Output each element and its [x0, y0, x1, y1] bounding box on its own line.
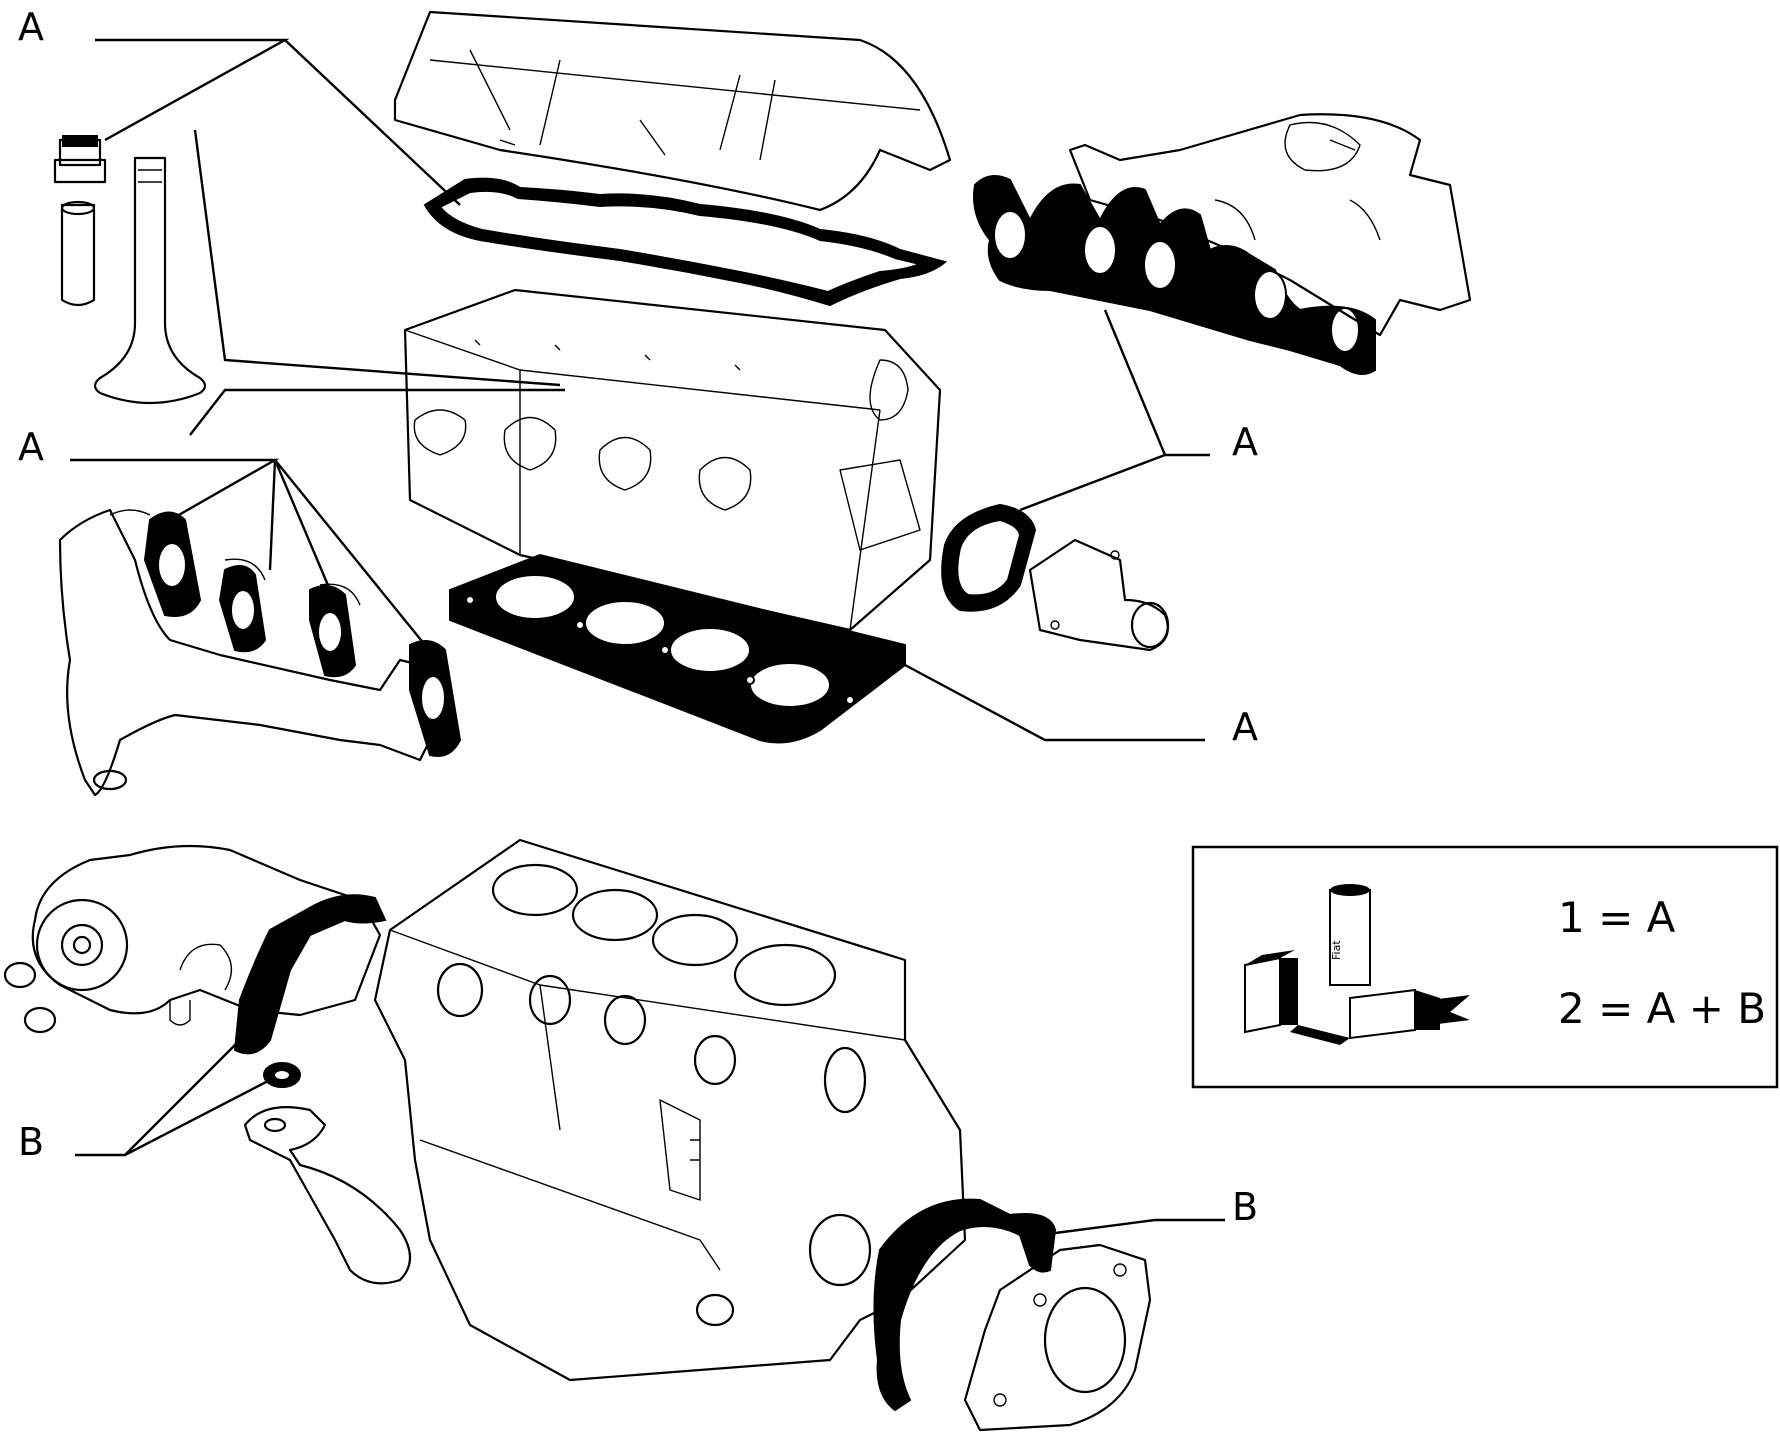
legend-line-2: 2 = A + B: [1558, 984, 1766, 1033]
legend-box: Fiat 1 = A 2 = A + B: [1191, 845, 1779, 1089]
valve-guide-group: [53, 135, 207, 405]
intake-manifold: [1068, 113, 1472, 337]
callout-lower-left: B: [18, 1120, 44, 1164]
exhaust-manifold-gaskets: [143, 511, 462, 757]
rear-seal-housing: [963, 1243, 1152, 1432]
oil-pump-gasket: [233, 894, 387, 1055]
oil-pickup-strainer: [243, 1106, 412, 1285]
cylinder-head: [403, 288, 942, 632]
kit-brand-label: Fiat: [1330, 940, 1343, 960]
intake-manifold-gasket: [973, 175, 1376, 375]
engine-block: [373, 838, 967, 1382]
callout-rear-seal: B: [1232, 1185, 1258, 1229]
callout-labels: A A A A B B: [18, 5, 1258, 1229]
leader-lines: [70, 38, 1225, 1237]
exhaust-manifold: [58, 508, 447, 797]
legend-line-1: 1 = A: [1558, 893, 1676, 942]
oil-pump-cover: [3, 844, 382, 1034]
gasket-kit-icon: Fiat: [1244, 884, 1470, 1045]
thermostat-housing: [1028, 538, 1170, 652]
callout-valve-group: A: [18, 5, 44, 49]
oil-seal-ring: [263, 1062, 301, 1088]
callout-exhaust-manifold: A: [18, 425, 44, 469]
callout-intake-manifold: A: [1232, 420, 1258, 464]
cam-cover-gasket: [423, 177, 948, 307]
callout-head-gasket: A: [1232, 705, 1258, 749]
cam-cover: [393, 10, 952, 212]
head-gasket: [449, 553, 906, 744]
rear-seal-gasket: [873, 1198, 1057, 1412]
thermostat-gasket: [941, 503, 1037, 612]
